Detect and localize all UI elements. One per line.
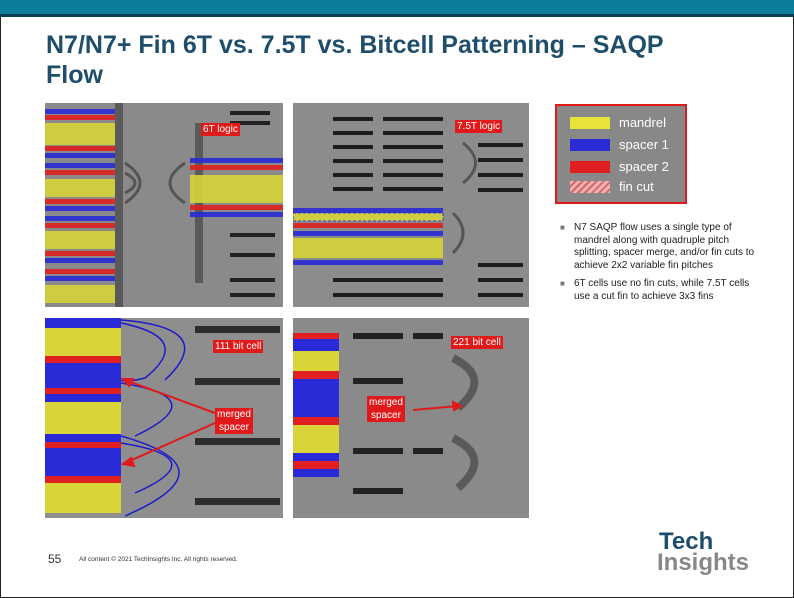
legend-item-mandrel: mandrel bbox=[567, 114, 679, 132]
bullet-item: ■ 6T cells use no fin cuts, while 7.5T c… bbox=[560, 278, 760, 303]
label-6t-logic: 6T logic bbox=[201, 123, 240, 136]
label-221-bit-cell: 221 bit cell bbox=[451, 336, 503, 349]
legend-label: spacer 2 bbox=[619, 159, 669, 174]
spacer-2-swatch bbox=[570, 161, 610, 173]
legend-item-fin-cut: fin cut bbox=[567, 178, 679, 196]
header-bar-accent bbox=[0, 14, 794, 17]
legend-item-spacer-1: spacer 1 bbox=[567, 136, 679, 154]
legend-label: fin cut bbox=[619, 179, 654, 194]
bullet-text: 6T cells use no fin cuts, while 7.5T cel… bbox=[574, 278, 750, 302]
bullet-item: ■ N7 SAQP flow uses a single type of man… bbox=[560, 222, 760, 272]
spacer-1-swatch bbox=[570, 139, 610, 151]
bullet-marker-icon: ■ bbox=[560, 279, 565, 288]
fin-cut-swatch bbox=[570, 181, 610, 193]
header-bar bbox=[0, 0, 794, 14]
label-111-bit-cell: 111 bit cell bbox=[213, 340, 264, 353]
image-111-bit-cell: 111 bit cell merged spacer bbox=[45, 318, 283, 518]
mandrel-swatch bbox=[570, 117, 610, 129]
bullet-list: ■ N7 SAQP flow uses a single type of man… bbox=[560, 222, 760, 309]
image-7-5t-logic: 7.5T logic bbox=[293, 103, 529, 307]
legend-item-spacer-2: spacer 2 bbox=[567, 158, 679, 176]
logo-text-insights: Insights bbox=[657, 549, 750, 576]
legend-label: spacer 1 bbox=[619, 137, 669, 152]
page-number: 55 bbox=[48, 552, 62, 566]
legend-box: mandrel spacer 1 spacer 2 fin cut bbox=[555, 104, 687, 204]
bullet-marker-icon: ■ bbox=[560, 223, 565, 232]
label-merged-spacer-2: merged spacer bbox=[367, 396, 405, 422]
image-221-bit-cell: 221 bit cell merged spacer bbox=[293, 318, 529, 518]
slide-title: N7/N7+ Fin 6T vs. 7.5T vs. Bitcell Patte… bbox=[46, 31, 664, 89]
logo-text-tech: Tech bbox=[659, 528, 714, 555]
legend-label: mandrel bbox=[619, 115, 666, 130]
label-merged-spacer-1: merged spacer bbox=[215, 408, 253, 434]
label-7-5t-logic: 7.5T logic bbox=[455, 120, 503, 133]
bullet-text: N7 SAQP flow uses a single type of mandr… bbox=[574, 222, 755, 271]
image-6t-logic: 6T logic bbox=[45, 103, 283, 307]
techinsights-logo: Tech Insights bbox=[655, 530, 765, 580]
copyright-notice: All content © 2021 TechInsights Inc. All… bbox=[79, 556, 238, 563]
